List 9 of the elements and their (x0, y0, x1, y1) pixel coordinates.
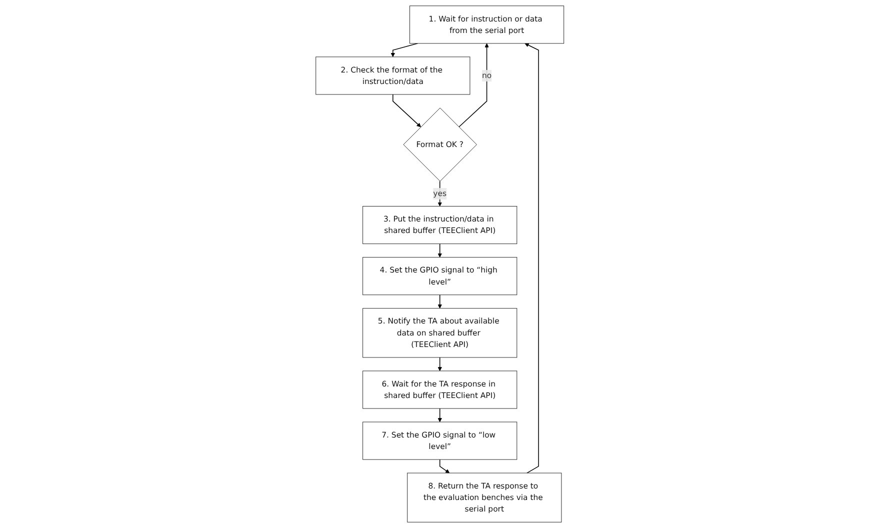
arrow (438, 294, 442, 309)
arrow (392, 94, 422, 128)
arrow (438, 357, 442, 372)
arrow (458, 43, 490, 128)
arrow (524, 43, 540, 474)
arrow (438, 243, 442, 258)
arrow (440, 459, 450, 474)
arrow (390, 43, 418, 58)
arrow (438, 408, 442, 422)
